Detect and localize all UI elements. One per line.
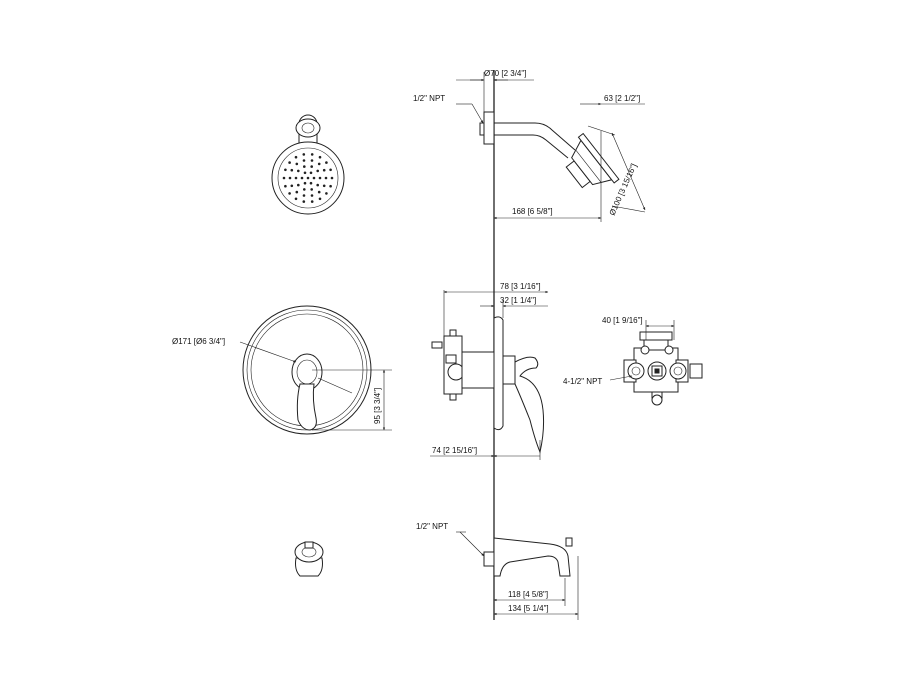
nozzle-dot — [322, 184, 326, 188]
nozzle-dot — [322, 168, 326, 172]
nozzle-dot — [306, 176, 310, 180]
nozzle-dot — [302, 153, 306, 156]
nozzle-dot — [316, 169, 320, 173]
label-valve-ports: 4-1/2" NPT — [563, 377, 602, 386]
nozzle-dot — [318, 197, 322, 201]
nozzle-dot — [317, 190, 321, 194]
nozzle-dot — [316, 183, 320, 187]
nozzle-dot — [290, 184, 294, 188]
nozzle-dot — [295, 190, 299, 194]
spout-front-view — [294, 541, 324, 577]
nozzle-dot — [310, 194, 314, 197]
spout-side-view — [456, 531, 579, 620]
nozzle-dot — [300, 176, 304, 180]
nozzle-dot — [284, 168, 287, 172]
nozzle-dot — [294, 155, 298, 159]
nozzle-dot — [302, 200, 306, 203]
nozzle-dot — [310, 153, 314, 156]
showerarm-side-view — [479, 72, 620, 222]
nozzle-dot — [325, 161, 328, 164]
nozzle-dot — [310, 165, 314, 168]
label-handle-drop: 95 [3 3/4"] — [373, 388, 382, 424]
nozzle-dot — [294, 176, 298, 180]
nozzle-dot — [317, 162, 321, 166]
nozzle-dot — [330, 176, 334, 180]
nozzle-dot — [288, 161, 291, 164]
label-spout-npt: 1/2" NPT — [416, 522, 448, 531]
label-valve-body-width: 40 [1 9/16"] — [602, 316, 643, 325]
nozzle-dot — [310, 200, 314, 203]
nozzle-dot — [302, 159, 306, 162]
nozzle-dot — [303, 188, 306, 191]
nozzle-dot — [329, 168, 332, 172]
nozzle-dot — [310, 159, 314, 162]
label-valve-depth-trim: 32 [1 1/4"] — [500, 296, 536, 305]
label-head-depth: 63 [2 1/2"] — [604, 94, 640, 103]
arm-dimensions — [456, 78, 646, 220]
nozzle-dot — [309, 171, 313, 175]
nozzle-dot — [318, 176, 322, 180]
label-escutcheon-dia: Ø171 [Ø6 3/4"] — [172, 337, 225, 346]
rough-valve-body — [609, 320, 703, 406]
nozzle-dot — [290, 168, 294, 172]
nozzle-dot — [303, 165, 306, 168]
nozzle-dot — [303, 171, 307, 175]
nozzle-dot — [294, 197, 298, 201]
nozzle-dot — [302, 194, 306, 197]
nozzle-dot — [297, 169, 300, 173]
nozzle-dot — [282, 176, 286, 180]
label-spout-reach-a: 118 [4 5/8"] — [508, 590, 548, 599]
nozzle-dot — [303, 181, 307, 185]
showerhead-front-view — [271, 114, 345, 215]
valve-side-view — [430, 290, 549, 460]
nozzle-dot — [329, 184, 332, 188]
nozzle-dot — [309, 181, 313, 185]
nozzle-dot — [288, 176, 292, 180]
nozzle-dot — [310, 188, 314, 191]
label-arm-npt: 1/2" NPT — [413, 94, 445, 103]
nozzle-dot — [324, 176, 328, 180]
nozzle-dot — [284, 184, 287, 188]
nozzle-dot — [318, 155, 322, 159]
nozzle-dot — [288, 192, 291, 195]
nozzle-dot — [297, 183, 300, 187]
nozzle-dot — [295, 162, 299, 166]
label-handle-reach: 74 [2 15/16"] — [432, 446, 477, 455]
label-arm-flange-dia: Ø70 [2 3/4"] — [484, 69, 526, 78]
nozzle-dot — [325, 192, 328, 195]
label-valve-depth-total: 78 [3 1/16"] — [500, 282, 541, 291]
label-arm-reach: 168 [6 5/8"] — [512, 207, 553, 216]
nozzle-dot — [312, 176, 316, 180]
label-spout-reach-b: 134 [5 1/4"] — [508, 604, 549, 613]
valve-trim-front-view — [239, 305, 392, 435]
showerhead-nozzles — [282, 153, 334, 203]
